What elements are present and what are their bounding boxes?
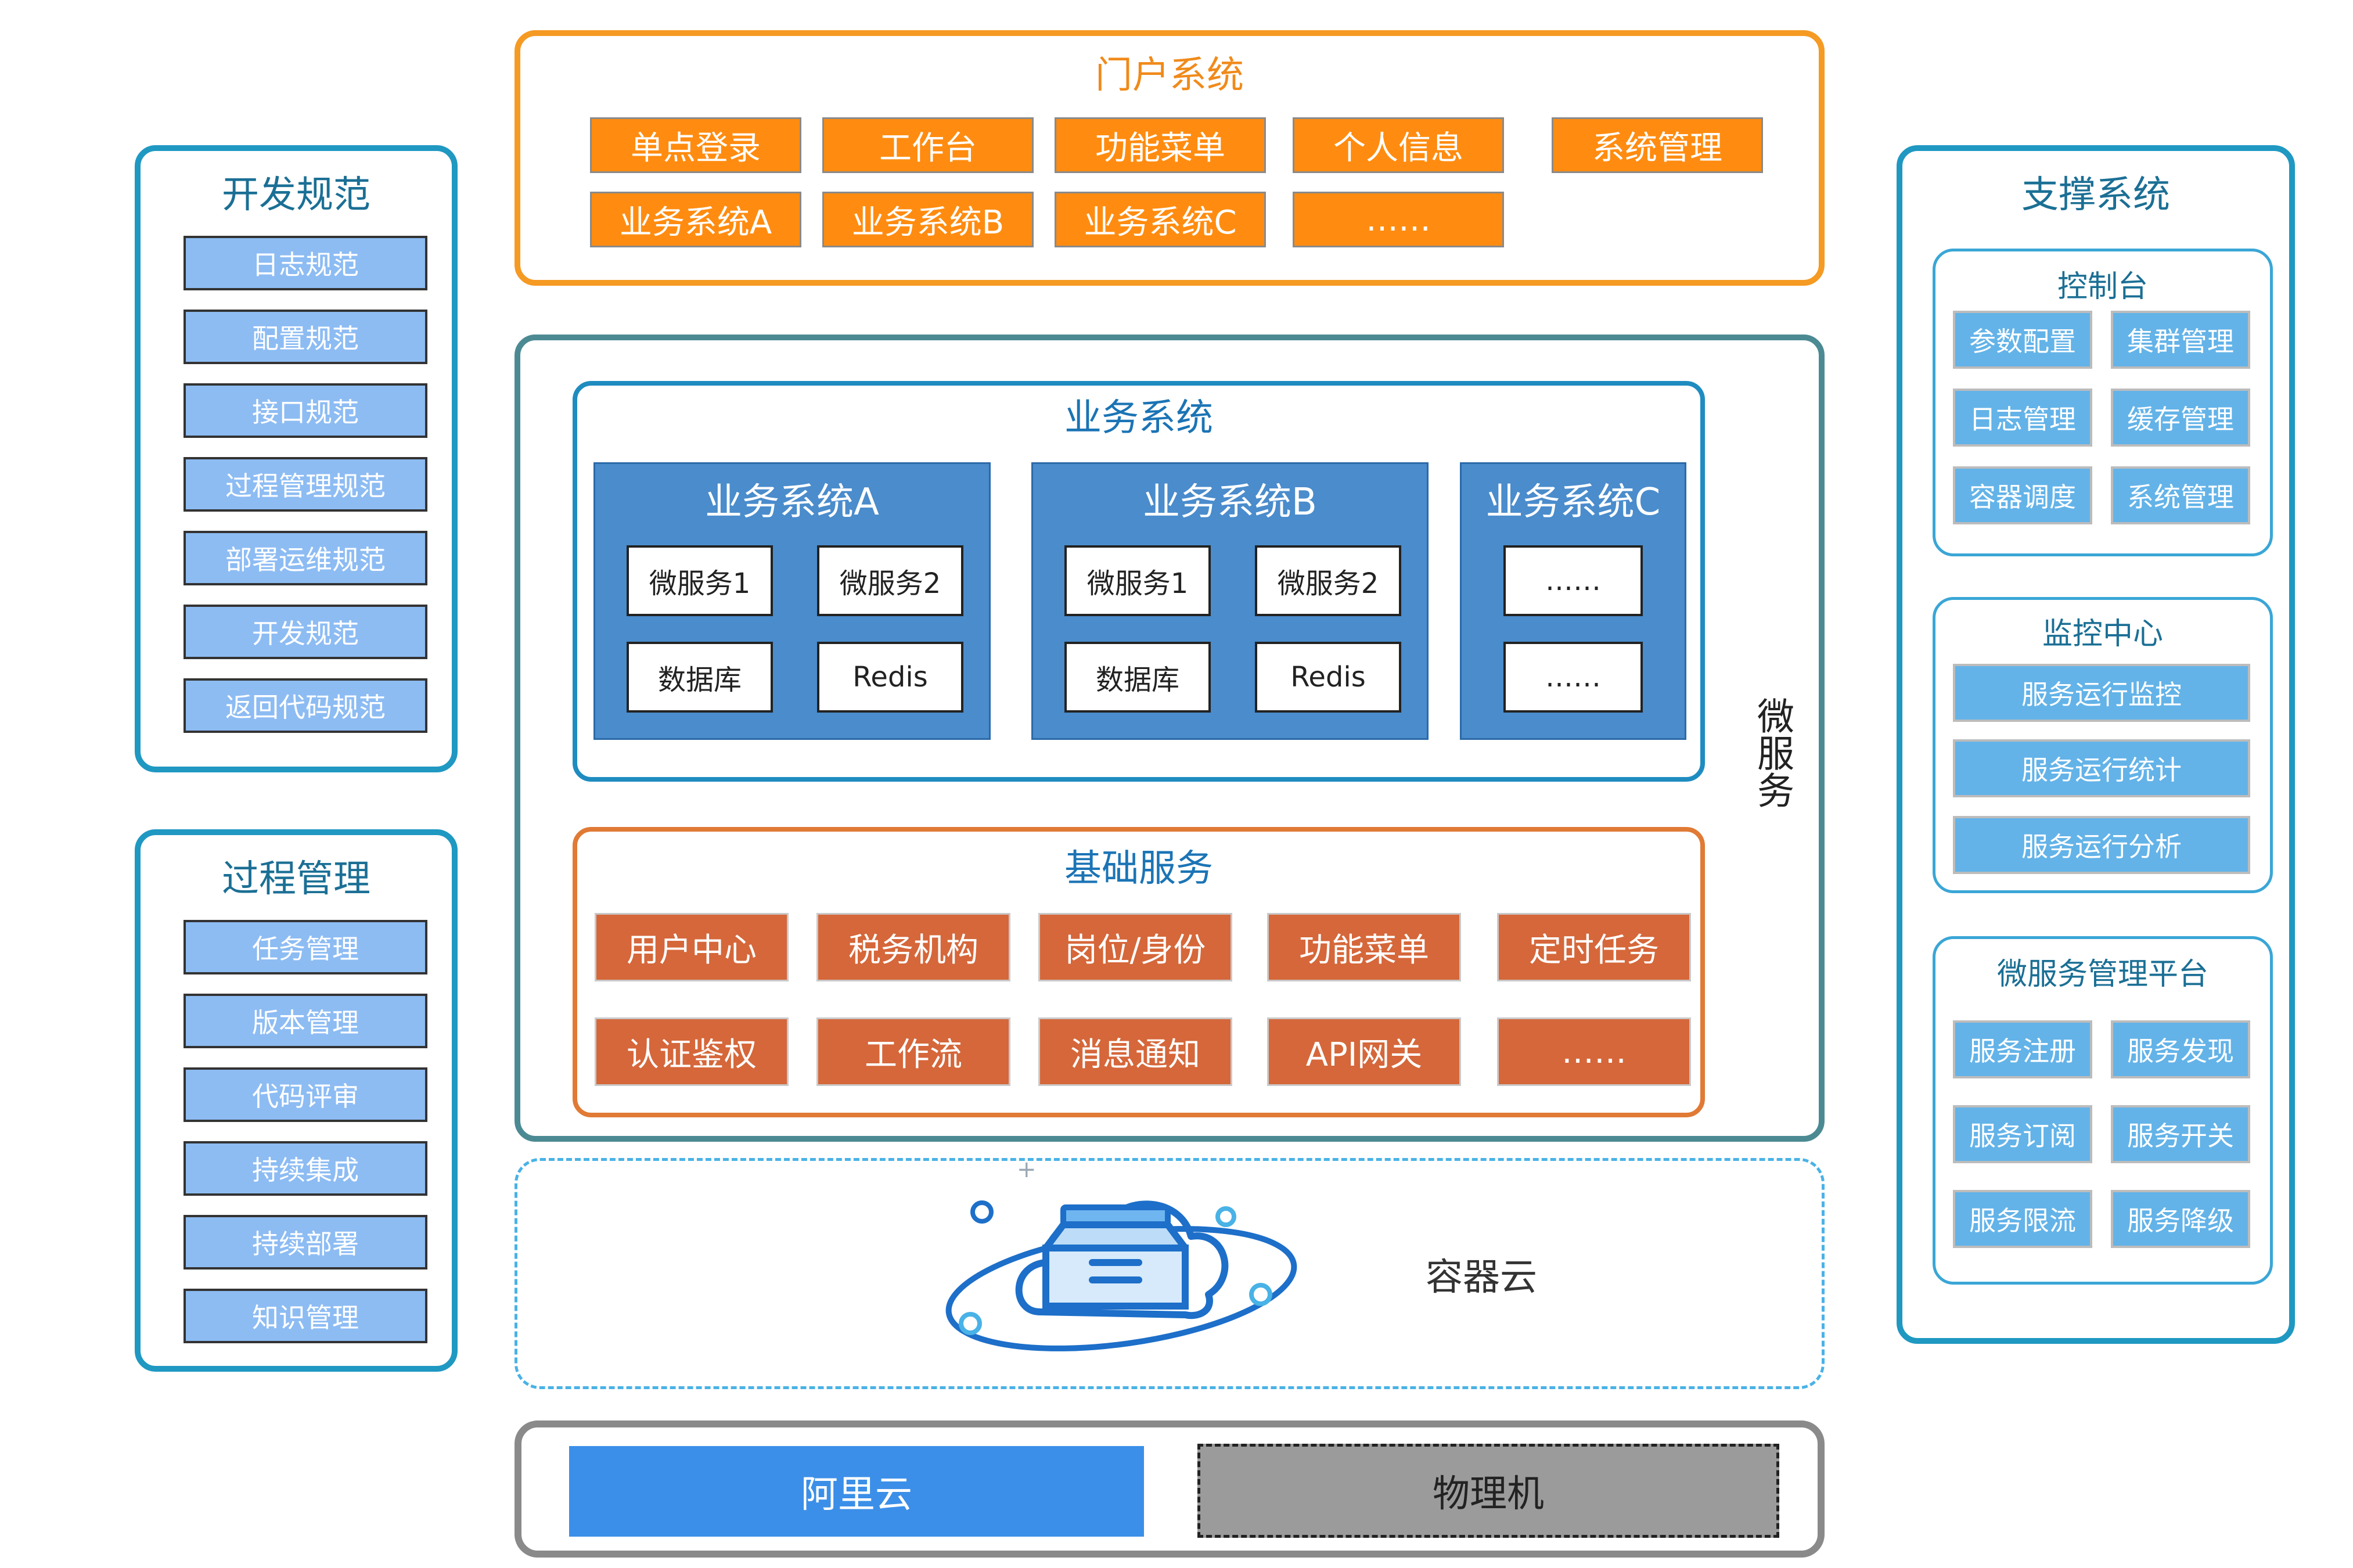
portal-panel: 门户系统 单点登录 工作台 功能菜单 个人信息 系统管理 业务系统A 业务系统B… <box>515 30 1825 286</box>
console-item[interactable]: 集群管理 <box>2111 311 2250 369</box>
business-system-c-title: 业务系统C <box>1485 481 1661 524</box>
microservice-2-box[interactable]: 微服务2 <box>817 545 963 616</box>
dev-standard-item[interactable]: 开发规范 <box>184 605 427 659</box>
dev-standard-item[interactable]: 接口规范 <box>184 383 427 438</box>
monitor-item[interactable]: 服务运行分析 <box>1953 816 2250 874</box>
base-service-item[interactable]: 税务机构 <box>816 913 1010 981</box>
base-service-item[interactable]: API网关 <box>1267 1017 1461 1086</box>
redis-box[interactable]: Redis <box>1255 642 1401 713</box>
svg-text:+: + <box>1017 1161 1037 1183</box>
monitor-item[interactable]: 服务运行统计 <box>1953 739 2250 797</box>
platform-item[interactable]: 服务降级 <box>2111 1190 2250 1248</box>
support-systems-title: 支撑系统 <box>2021 174 2170 217</box>
process-item[interactable]: 持续集成 <box>184 1141 427 1196</box>
business-system-c: 业务系统C …… …… <box>1460 462 1686 740</box>
portal-item[interactable]: 系统管理 <box>1552 117 1763 173</box>
container-cloud-icon: + <box>945 1161 1297 1351</box>
container-cloud-panel: + 容器云 <box>515 1158 1825 1389</box>
base-service-item[interactable]: …… <box>1497 1017 1691 1086</box>
base-service-item[interactable]: 岗位/身份 <box>1038 913 1232 981</box>
base-service-item[interactable]: 功能菜单 <box>1267 913 1461 981</box>
portal-item[interactable]: …… <box>1293 192 1504 247</box>
microservice-1-box[interactable]: 微服务1 <box>627 545 773 616</box>
base-service-item[interactable]: 工作流 <box>816 1017 1010 1086</box>
platform-item[interactable]: 服务开关 <box>2111 1105 2250 1163</box>
redis-box[interactable]: Redis <box>817 642 963 713</box>
monitor-center-panel: 监控中心 服务运行监控 服务运行统计 服务运行分析 <box>1933 597 2273 893</box>
base-service-item[interactable]: 消息通知 <box>1038 1017 1232 1086</box>
process-mgmt-panel: 过程管理 任务管理 版本管理 代码评审 持续集成 持续部署 知识管理 <box>135 829 458 1372</box>
dev-standard-item[interactable]: 日志规范 <box>184 236 427 290</box>
monitor-center-title: 监控中心 <box>2042 616 2163 652</box>
platform-item[interactable]: 服务订阅 <box>1953 1105 2092 1163</box>
platform-item[interactable]: 服务注册 <box>1953 1020 2092 1078</box>
base-service-item[interactable]: 认证鉴权 <box>595 1017 789 1086</box>
database-box[interactable]: 数据库 <box>627 642 773 713</box>
platform-item[interactable]: 服务发现 <box>2111 1020 2250 1078</box>
console-item[interactable]: 容器调度 <box>1953 466 2092 524</box>
console-item[interactable]: 缓存管理 <box>2111 389 2250 447</box>
portal-title: 门户系统 <box>1095 54 1244 97</box>
portal-item[interactable]: 个人信息 <box>1293 117 1504 173</box>
portal-item[interactable]: 业务系统C <box>1055 192 1266 247</box>
base-service-item[interactable]: 用户中心 <box>595 913 789 981</box>
dev-standard-item[interactable]: 过程管理规范 <box>184 457 427 512</box>
process-item[interactable]: 代码评审 <box>184 1067 427 1122</box>
console-panel: 控制台 参数配置 集群管理 日志管理 缓存管理 容器调度 系统管理 <box>1933 249 2273 556</box>
dev-standard-item[interactable]: 返回代码规范 <box>184 678 427 733</box>
console-item[interactable]: 系统管理 <box>2111 466 2250 524</box>
process-item[interactable]: 版本管理 <box>184 994 427 1048</box>
dev-standards-title: 开发规范 <box>222 174 370 217</box>
business-systems-title: 业务系统 <box>1064 397 1213 440</box>
business-systems-panel: 业务系统 业务系统A 微服务1 微服务2 数据库 Redis 业务系统B 微服务… <box>573 381 1705 782</box>
platform-item[interactable]: 服务限流 <box>1953 1190 2092 1248</box>
microservice-platform-panel: 微服务管理平台 服务注册 服务发现 服务订阅 服务开关 服务限流 服务降级 <box>1933 936 2273 1285</box>
business-system-b-title: 业务系统B <box>1143 481 1317 524</box>
microservices-panel: 业务系统 业务系统A 微服务1 微服务2 数据库 Redis 业务系统B 微服务… <box>515 335 1825 1142</box>
process-item[interactable]: 知识管理 <box>184 1289 427 1343</box>
business-system-a-title: 业务系统A <box>705 481 879 524</box>
process-item[interactable]: 持续部署 <box>184 1215 427 1269</box>
microservice-2-box[interactable]: 微服务2 <box>1255 545 1401 616</box>
business-system-a: 业务系统A 微服务1 微服务2 数据库 Redis <box>593 462 991 740</box>
portal-item[interactable]: 业务系统B <box>822 192 1034 247</box>
container-cloud-label: 容器云 <box>1426 1256 1537 1299</box>
console-title: 控制台 <box>2057 269 2148 304</box>
portal-item[interactable]: 工作台 <box>822 117 1034 173</box>
dev-standard-item[interactable]: 配置规范 <box>184 310 427 364</box>
physical-machine-block[interactable]: 物理机 <box>1197 1444 1779 1538</box>
monitor-item[interactable]: 服务运行监控 <box>1953 664 2250 722</box>
console-item[interactable]: 日志管理 <box>1953 389 2092 447</box>
microservice-platform-title: 微服务管理平台 <box>1996 956 2208 992</box>
base-services-title: 基础服务 <box>1064 847 1213 890</box>
portal-item[interactable]: 单点登录 <box>590 117 801 173</box>
base-service-item[interactable]: 定时任务 <box>1497 913 1691 981</box>
process-mgmt-title: 过程管理 <box>222 858 370 901</box>
business-system-b: 业务系统B 微服务1 微服务2 数据库 Redis <box>1031 462 1429 740</box>
base-services-panel: 基础服务 用户中心 税务机构 岗位/身份 功能菜单 定时任务 认证鉴权 工作流 … <box>573 827 1705 1117</box>
portal-item[interactable]: 业务系统A <box>590 192 801 247</box>
microservice-1-box[interactable]: 微服务1 <box>1064 545 1211 616</box>
database-box[interactable]: 数据库 <box>1064 642 1211 713</box>
microservices-side-label: 微服务 <box>1751 697 1794 808</box>
aliyun-block[interactable]: 阿里云 <box>569 1446 1144 1537</box>
dev-standards-panel: 开发规范 日志规范 配置规范 接口规范 过程管理规范 部署运维规范 开发规范 返… <box>135 145 458 772</box>
portal-item[interactable]: 功能菜单 <box>1055 117 1266 173</box>
infrastructure-panel: 阿里云 物理机 <box>515 1420 1825 1558</box>
console-item[interactable]: 参数配置 <box>1953 311 2092 369</box>
process-item[interactable]: 任务管理 <box>184 920 427 974</box>
dev-standard-item[interactable]: 部署运维规范 <box>184 531 427 585</box>
ellipsis-box[interactable]: …… <box>1503 545 1643 616</box>
support-systems-panel: 支撑系统 控制台 参数配置 集群管理 日志管理 缓存管理 容器调度 系统管理 监… <box>1897 145 2295 1344</box>
ellipsis-box[interactable]: …… <box>1503 642 1643 713</box>
